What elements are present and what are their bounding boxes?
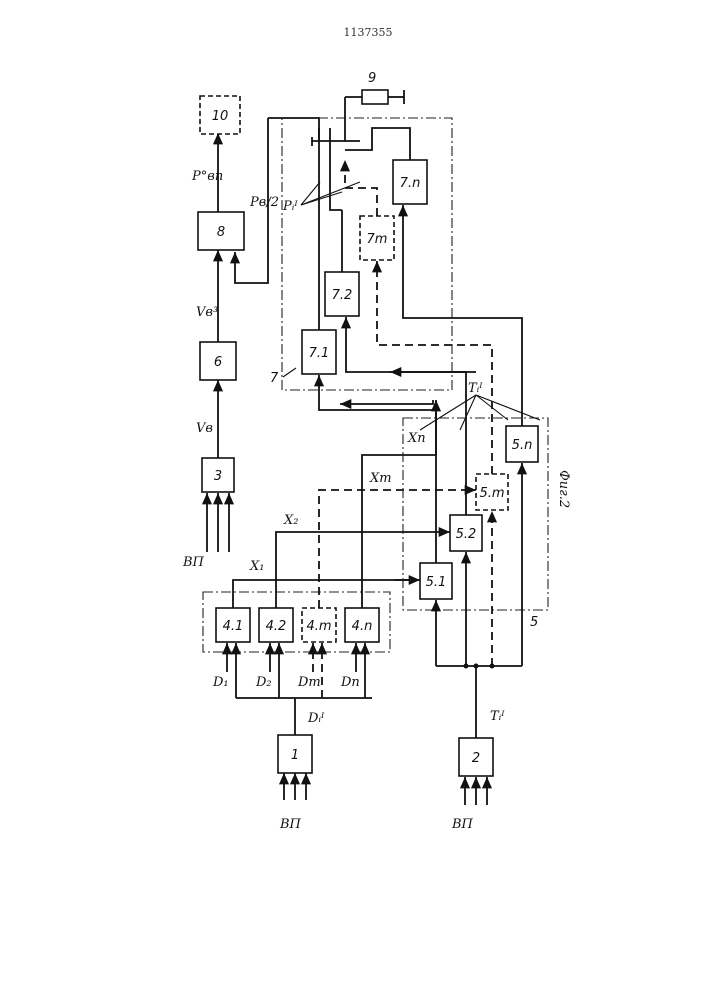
- label-ti: Tᵢᴵ: [490, 709, 505, 724]
- label-d1: D₁: [212, 675, 229, 690]
- label-x1: X₁: [249, 559, 264, 574]
- label-vp-top: ВП: [182, 555, 205, 570]
- label-vp-left: ВП: [279, 817, 302, 832]
- label-x2: X₂: [283, 513, 298, 528]
- label-vp-right: ВП: [451, 817, 474, 832]
- block-3-label: 3: [214, 469, 222, 484]
- block-9-resistor: [362, 90, 388, 104]
- label-dm: Dm: [297, 675, 321, 690]
- label-p-vi: Pᵢᴵ: [282, 199, 298, 214]
- block-7-m-label: 7m: [367, 232, 388, 247]
- block-4-1-label: 4.1: [223, 619, 244, 634]
- block-5-2-label: 5.2: [456, 527, 477, 542]
- label-vv: Vв: [196, 421, 213, 436]
- block-9-label: 9: [368, 71, 376, 86]
- label-d2: D₂: [255, 675, 272, 690]
- group-5-label: 5: [530, 615, 538, 630]
- block-7-n-label: 7.n: [400, 176, 421, 191]
- label-dn: Dn: [340, 675, 360, 690]
- block-5-m-label: 5.m: [479, 486, 504, 501]
- block-8-label: 8: [217, 225, 225, 240]
- patent-number: 1137355: [344, 26, 393, 39]
- block-5-n-label: 5.n: [512, 438, 533, 453]
- label-vv3: Vв³: [196, 305, 218, 320]
- block-1-inputs: [284, 773, 306, 800]
- block-1-label: 1: [291, 748, 299, 763]
- block-7-2-label: 7.2: [332, 288, 353, 303]
- block-7-1-label: 7.1: [309, 346, 330, 361]
- label-xm: Xm: [369, 471, 392, 486]
- group-7-label: 7: [270, 371, 279, 386]
- block-2-label: 2: [472, 751, 480, 766]
- label-xn: Xn: [407, 431, 426, 446]
- label-tv: Tᵢᴵ: [468, 381, 483, 396]
- figure-caption: Фиг.2: [556, 470, 571, 508]
- block-4-m-label: 4.m: [306, 619, 331, 634]
- block-10-label: 10: [212, 109, 229, 124]
- block-6-label: 6: [214, 355, 222, 370]
- block-5-1-label: 5.1: [426, 575, 447, 590]
- main-chain-wires: [218, 118, 268, 458]
- label-p-vp: P°вп: [191, 169, 223, 184]
- block-4-2-label: 4.2: [266, 619, 287, 634]
- block-4-n-label: 4.n: [352, 619, 373, 634]
- label-di: Dᵢᴵ: [307, 711, 325, 726]
- label-pv2: Pв/2: [249, 195, 279, 210]
- block-2-inputs: [465, 777, 487, 805]
- top-input-arrows: [207, 493, 229, 552]
